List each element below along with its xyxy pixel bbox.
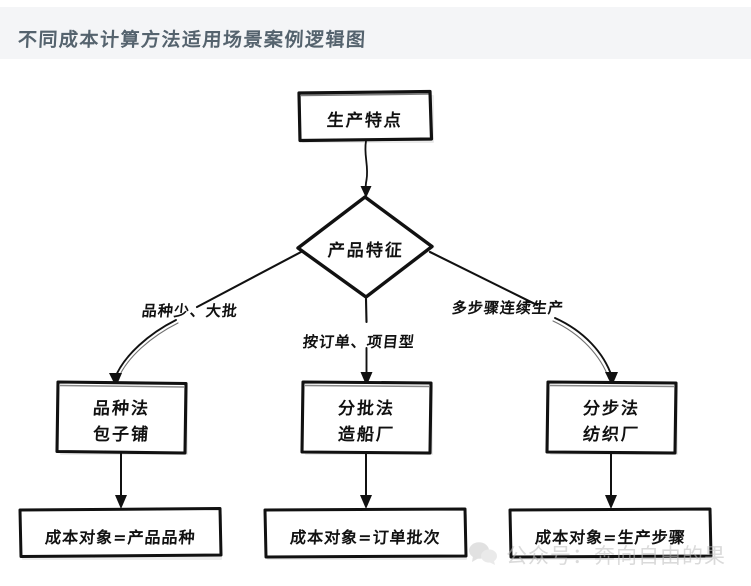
node-method-right bbox=[545, 380, 678, 455]
edge-method-to-result-middle bbox=[360, 452, 372, 509]
node-result-left bbox=[18, 507, 223, 558]
edge-method-to-result-right bbox=[605, 452, 617, 509]
node-decision bbox=[296, 195, 434, 299]
edge-start-to-decision bbox=[360, 140, 372, 198]
edge-decision-legs bbox=[195, 250, 539, 324]
edge-label-branch-1: 品种少、大批 bbox=[141, 302, 239, 320]
edge-label-branch-2: 按订单、项目型 bbox=[302, 333, 416, 351]
edge-to-method-middle bbox=[360, 347, 373, 386]
edge-to-method-right bbox=[552, 317, 618, 386]
edge-to-method-left bbox=[109, 319, 179, 387]
node-method-middle bbox=[300, 380, 433, 455]
node-result-right bbox=[508, 507, 713, 559]
node-method-left bbox=[55, 380, 188, 455]
node-result-middle bbox=[263, 507, 468, 559]
edge-label-branch-3: 多步骤连续生产 bbox=[451, 299, 565, 317]
edge-method-to-result-left bbox=[115, 452, 127, 509]
header-bar: 不同成本计算方法适用场景案例逻辑图 bbox=[0, 7, 751, 59]
node-start bbox=[297, 89, 434, 143]
